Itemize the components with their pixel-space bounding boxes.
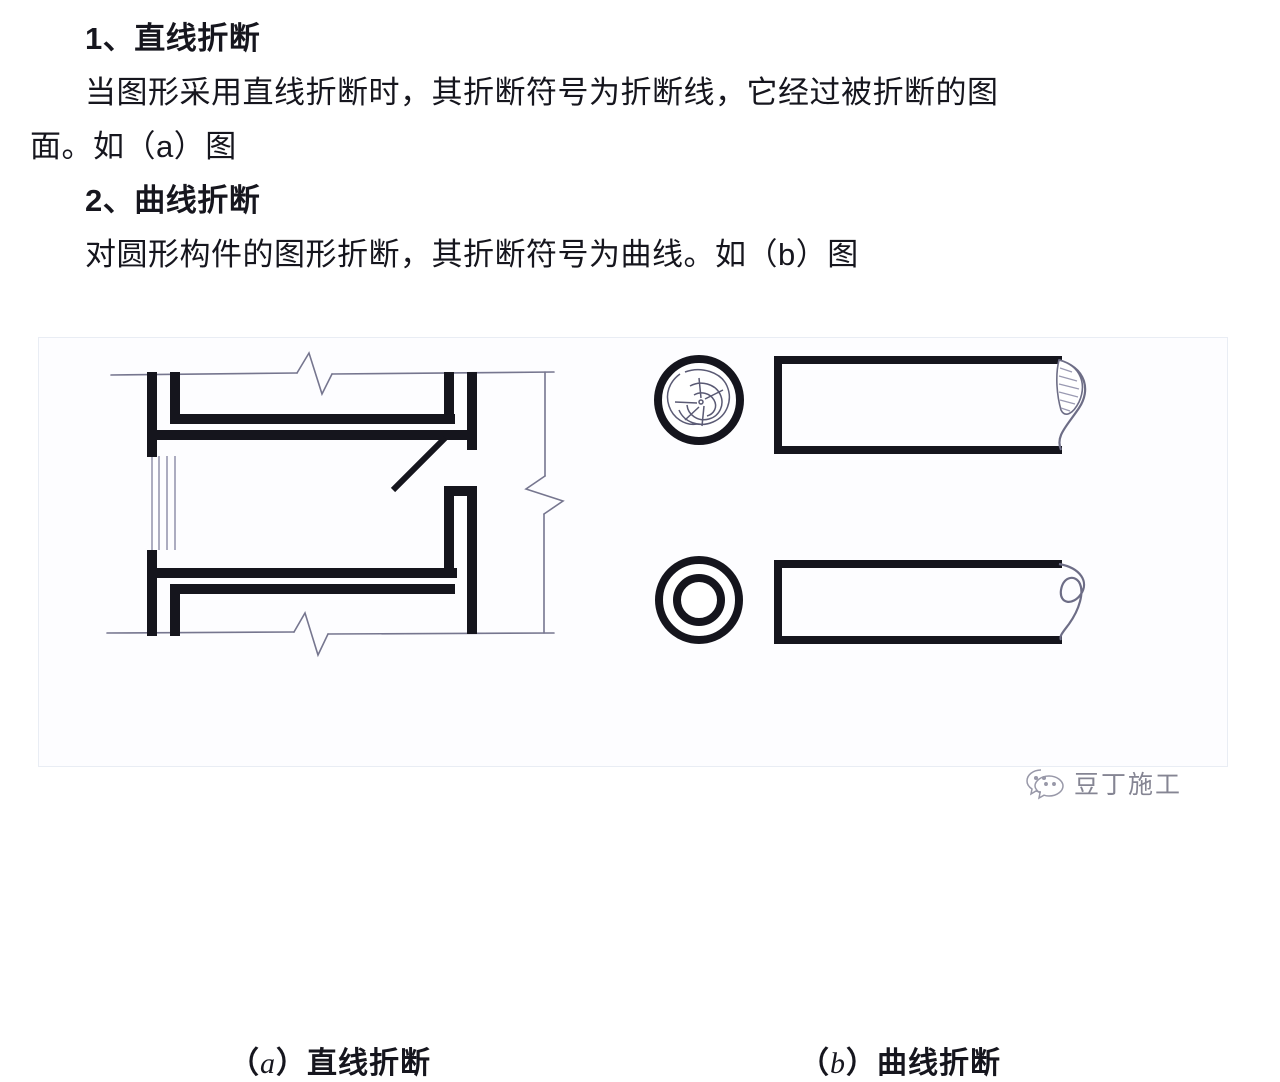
watermark-text: 豆丁施工 <box>1074 771 1183 799</box>
solid-round-elevation <box>774 356 1087 454</box>
wall-lower-left-inner-vertical <box>170 584 180 636</box>
wechat-logo-paths <box>1026 769 1064 800</box>
grain-ray-3 <box>674 401 698 404</box>
wall-upper-outer-horizontal <box>170 414 455 424</box>
grain-ring-outer-left <box>666 373 698 426</box>
paragraph-heading-1: 1、直线折断 <box>85 21 261 56</box>
break-symbol-diagram <box>106 351 1087 658</box>
paragraph-body-1a: 当图形采用直线折断时，其折断符号为折断线，它经过被折断的图 <box>85 75 999 110</box>
paragraph-heading-2: 2、曲线折断 <box>85 183 261 218</box>
grain-ray-1 <box>698 377 702 399</box>
tube-member-left-edge <box>774 560 782 644</box>
solid-member-bottom-edge <box>774 446 1062 454</box>
break-symbol-right-zigzag <box>524 475 565 515</box>
wall-lower-left-gap-closer <box>147 550 157 578</box>
wall-upper-left-gap-closer <box>147 430 157 457</box>
wall-upper-left-vertical <box>147 372 157 457</box>
paragraph-body-1b: 面。如（a）图 <box>30 129 237 164</box>
floor-plan-group <box>106 351 565 658</box>
wall-lower-left-vertical <box>147 550 157 636</box>
hatch-5 <box>1059 399 1076 405</box>
hollow-tube-inner-circle <box>673 574 725 626</box>
tube-member-bottom-edge <box>774 636 1062 644</box>
hollow-tube-elevation <box>774 560 1086 644</box>
figure-panel: （a）直线折断 （b）曲线折断 <box>38 337 1228 1080</box>
door-leaf-group <box>390 435 448 493</box>
wechat-logo-small-bubble <box>1034 775 1064 800</box>
break-line-top-right-segment <box>331 371 555 375</box>
wall-right-upper-outer-vertical <box>467 372 477 450</box>
grain-ray-2 <box>704 389 724 400</box>
article-text-block: 1、直线折断 当图形采用直线折断时，其折断符号为折断线，它经过被折断的图 面。如… <box>0 0 1280 282</box>
break-line-bottom-left-segment <box>106 631 295 634</box>
solid-member-top-edge <box>774 356 1062 364</box>
break-line-top-left-segment <box>110 372 298 376</box>
hollow-tube-section <box>655 556 743 644</box>
wall-right-lower-connector <box>444 486 477 496</box>
caption-a-suffix: ）直线折断 <box>276 1047 431 1080</box>
wall-right-upper-connector <box>444 430 477 440</box>
grain-rings-group <box>666 368 731 427</box>
wall-right-lower-inner-vertical <box>444 486 454 578</box>
hatch-2 <box>1058 375 1078 382</box>
caption-a-letter: a <box>260 1047 276 1080</box>
solid-round-section <box>654 355 744 445</box>
door-leaf-line <box>390 435 448 493</box>
wechat-logo-dot-1 <box>1033 775 1039 781</box>
wall-lower-inner-horizontal <box>147 568 457 578</box>
caption-figure-a: （a）直线折断 <box>229 1038 431 1082</box>
tube-member-top-edge <box>774 560 1062 568</box>
wall-lower-outer-horizontal <box>170 584 455 594</box>
thin-break-lines-group <box>106 351 565 658</box>
grain-ring-outer <box>678 368 731 426</box>
caption-figure-b: （b）曲线折断 <box>799 1038 1001 1082</box>
solid-break-hatch-group <box>1058 367 1080 412</box>
grain-ray-4 <box>701 405 705 427</box>
caption-b-letter: b <box>830 1047 846 1080</box>
wechat-logo-dot-3 <box>1044 782 1048 786</box>
break-symbol-top-zigzag <box>296 351 333 397</box>
wechat-logo-dot-2 <box>1041 775 1047 781</box>
paragraph-body-2a: 对圆形构件的图形折断，其折断符号为曲线。如（b）图 <box>85 237 859 272</box>
grain-center-pith <box>698 399 704 405</box>
hatch-6 <box>1060 407 1071 412</box>
caption-a-prefix: （ <box>229 1047 260 1080</box>
grain-ray-5 <box>684 406 700 421</box>
grain-ring-mid <box>686 382 723 421</box>
wall-shapes-group <box>147 372 477 636</box>
wall-upper-inner-horizontal <box>147 430 457 440</box>
hatch-4 <box>1058 391 1079 398</box>
curved-break-group <box>654 355 1087 644</box>
solid-round-outline-circle <box>654 355 744 445</box>
hatch-3 <box>1058 383 1080 390</box>
wechat-logo-dot-4 <box>1052 782 1056 786</box>
curved-break-line-tube <box>1058 562 1086 641</box>
wechat-logo-big-bubble <box>1026 769 1042 796</box>
break-symbol-bottom-zigzag <box>293 611 329 658</box>
wall-right-lower-outer-vertical <box>467 486 477 634</box>
caption-b-suffix: ）曲线折断 <box>846 1047 1001 1080</box>
window-symbol-lines <box>151 456 176 550</box>
wall-right-upper-inner-vertical <box>444 372 454 424</box>
break-line-bottom-right-segment <box>327 632 555 635</box>
solid-member-left-edge <box>774 356 782 454</box>
caption-b-prefix: （ <box>799 1047 830 1080</box>
watermark: 豆丁施工 <box>1025 765 1182 801</box>
wall-upper-left-inner-vertical <box>170 372 180 424</box>
hatch-1 <box>1059 367 1073 373</box>
wechat-logo <box>1026 769 1064 800</box>
